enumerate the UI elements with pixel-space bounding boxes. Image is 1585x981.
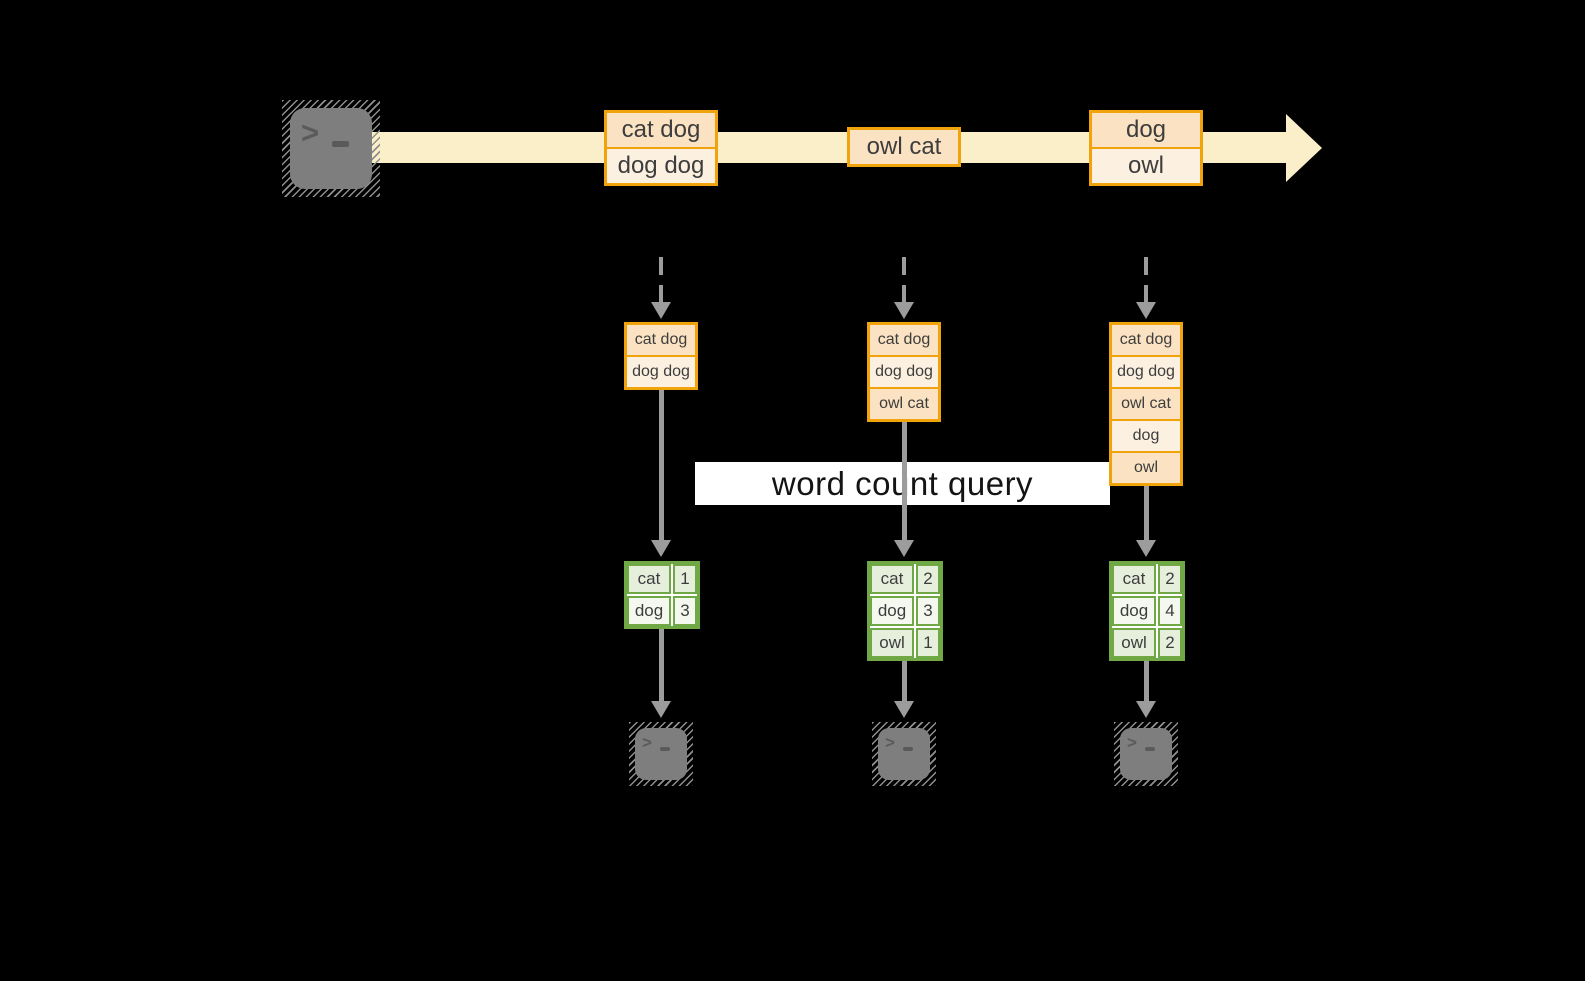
state-cell: owl cat [870,389,938,419]
arrowhead-icon [651,540,671,557]
arrowhead-icon [1136,701,1156,718]
count-word-cell: cat [870,564,914,594]
count-table-3: cat 2 dog 4 owl 2 [1109,561,1185,661]
consumer-terminal-icon-3: > [1114,722,1178,786]
prompt-cursor-icon [332,141,349,147]
arrowhead-icon [651,302,671,319]
terminal-screen: > [878,728,930,780]
state-stack-3: cat dog dog dog owl cat dog owl [1109,322,1183,486]
count-word-cell: cat [1112,564,1156,594]
count-value-cell: 2 [1158,628,1182,658]
count-word-cell: dog [627,596,671,626]
state-to-counts-arrow-1 [659,390,664,542]
stream-message-cell: owl cat [850,130,958,164]
prompt-cursor-icon [1145,747,1155,751]
prompt-chevron-icon: > [1127,733,1137,752]
stream-message-3: dog owl [1089,110,1203,186]
stream-message-1: cat dog dog dog [604,110,718,186]
prompt-chevron-icon: > [642,733,652,752]
prompt-cursor-icon [903,747,913,751]
state-cell: cat dog [870,325,938,355]
count-word-cell: owl [870,628,914,658]
arrowhead-icon [894,540,914,557]
terminal-screen: > [1120,728,1172,780]
arrowhead-icon [894,701,914,718]
state-stack-2: cat dog dog dog owl cat [867,322,941,422]
prompt-chevron-icon: > [885,733,895,752]
arrowhead-icon [651,701,671,718]
state-cell: dog dog [1112,357,1180,387]
state-cell: dog [1112,421,1180,451]
state-cell: cat dog [627,325,695,355]
count-value-cell: 2 [916,564,940,594]
state-to-counts-arrow-2 [902,422,907,542]
count-value-cell: 3 [916,596,940,626]
consumer-terminal-icon-2: > [872,722,936,786]
state-stack-1: cat dog dog dog [624,322,698,390]
count-value-cell: 3 [673,596,697,626]
counts-to-terminal-arrow-2 [902,661,907,703]
count-table-1: cat 1 dog 3 [624,561,700,629]
arrowhead-icon [894,302,914,319]
count-word-cell: dog [1112,596,1156,626]
prompt-chevron-icon: > [301,115,320,150]
state-cell: owl cat [1112,389,1180,419]
count-value-cell: 1 [916,628,940,658]
stream-message-cell: dog [1092,113,1200,147]
arrowhead-icon [1136,540,1156,557]
state-cell: owl [1112,453,1180,483]
stream-to-state-arrow-3 [1144,257,1148,303]
state-cell: dog dog [627,357,695,387]
count-value-cell: 1 [673,564,697,594]
state-cell: cat dog [1112,325,1180,355]
stream-message-cell: dog dog [607,149,715,183]
counts-to-terminal-arrow-3 [1144,661,1149,703]
count-value-cell: 4 [1158,596,1182,626]
state-cell: dog dog [870,357,938,387]
arrowhead-icon [1136,302,1156,319]
source-terminal-icon: > [282,100,380,197]
stream-to-state-arrow-2 [902,257,906,303]
count-word-cell: owl [1112,628,1156,658]
prompt-cursor-icon [660,747,670,751]
count-word-cell: cat [627,564,671,594]
count-value-cell: 2 [1158,564,1182,594]
count-table-2: cat 2 dog 3 owl 1 [867,561,943,661]
stream-message-2: owl cat [847,127,961,167]
stream-message-cell: owl [1092,149,1200,183]
stream-message-cell: cat dog [607,113,715,147]
counts-to-terminal-arrow-1 [659,629,664,703]
terminal-screen: > [635,728,687,780]
stream-to-state-arrow-1 [659,257,663,303]
count-word-cell: dog [870,596,914,626]
consumer-terminal-icon-1: > [629,722,693,786]
stream-band-arrowhead-icon [1286,114,1322,182]
state-to-counts-arrow-3 [1144,486,1149,542]
terminal-screen: > [290,108,372,189]
